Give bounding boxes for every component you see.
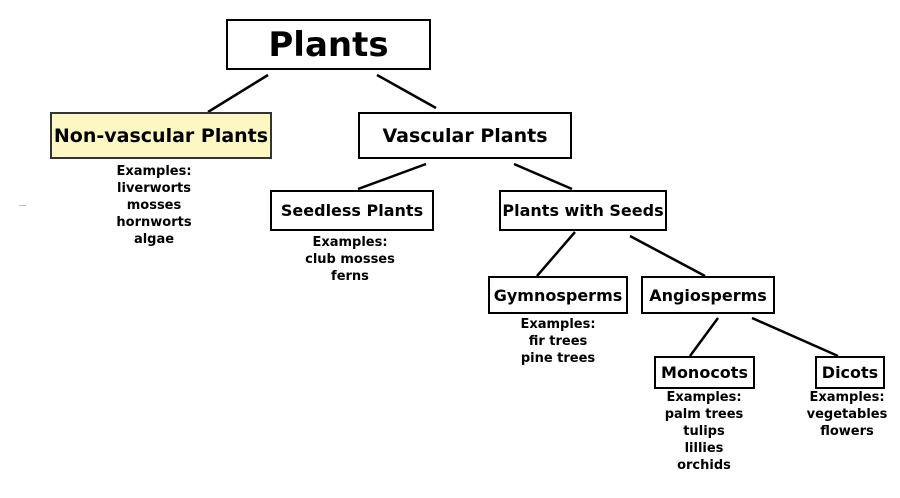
connector-plants-vascular (376, 73, 437, 110)
connector-seeds-angiosperms (629, 234, 706, 278)
example-item: vegetables (806, 407, 888, 422)
node-non-vascular-plants: Non-vascular Plants (50, 112, 272, 159)
node-dicots-label: Dicots (821, 363, 879, 382)
node-dicots: Dicots (815, 356, 885, 389)
node-monocots-label: Monocots (661, 363, 748, 382)
examples-gymnosperms: Examples: fir trees pine trees (498, 316, 618, 367)
example-item: lillies (684, 441, 724, 456)
connector-angiosperms-dicots (751, 316, 839, 358)
examples-monocots: Examples: palm trees tulips lillies orch… (644, 389, 764, 474)
connector-vascular-seedless (357, 162, 427, 191)
example-item: palm trees (664, 407, 744, 422)
examples-heading: Examples: (666, 390, 742, 405)
examples-heading: Examples: (520, 317, 596, 332)
examples-non-vascular: Examples: liverworts mosses hornworts al… (94, 163, 214, 248)
node-angiosperms-label: Angiosperms (649, 285, 767, 305)
example-item: hornworts (116, 215, 192, 230)
example-item: ferns (331, 269, 369, 284)
node-non-vascular-plants-label: Non-vascular Plants (53, 124, 269, 147)
stray-mark (19, 205, 26, 206)
node-gymnosperms-label: Gymnosperms (493, 285, 623, 305)
connector-seeds-gymnosperms (536, 231, 576, 277)
example-item: club mosses (305, 252, 395, 267)
examples-heading: Examples: (116, 164, 192, 179)
node-monocots: Monocots (654, 356, 755, 389)
connector-plants-nonvascular (207, 73, 269, 114)
example-item: flowers (820, 424, 874, 439)
node-plants-label: Plants (268, 24, 389, 65)
examples-heading: Examples: (312, 235, 388, 250)
node-plants: Plants (226, 19, 431, 70)
node-seedless-plants-label: Seedless Plants (280, 201, 424, 220)
connector-vascular-seeds (513, 162, 573, 191)
node-plants-with-seeds: Plants with Seeds (499, 190, 667, 231)
connector-angiosperms-monocots (688, 317, 720, 357)
node-plants-with-seeds-label: Plants with Seeds (502, 201, 664, 220)
examples-heading: Examples: (809, 390, 885, 405)
node-gymnosperms: Gymnosperms (488, 276, 628, 314)
node-vascular-plants-label: Vascular Plants (382, 124, 548, 147)
example-item: tulips (683, 424, 725, 439)
examples-seedless: Examples: club mosses ferns (290, 234, 410, 285)
example-item: fir trees (528, 334, 588, 349)
examples-dicots: Examples: vegetables flowers (794, 389, 900, 440)
node-vascular-plants: Vascular Plants (358, 112, 572, 159)
example-item: algae (133, 232, 175, 247)
example-item: orchids (677, 458, 731, 473)
node-seedless-plants: Seedless Plants (270, 190, 434, 231)
node-angiosperms: Angiosperms (641, 276, 775, 314)
example-item: mosses (126, 198, 182, 213)
example-item: liverworts (117, 181, 191, 196)
example-item: pine trees (520, 351, 596, 366)
